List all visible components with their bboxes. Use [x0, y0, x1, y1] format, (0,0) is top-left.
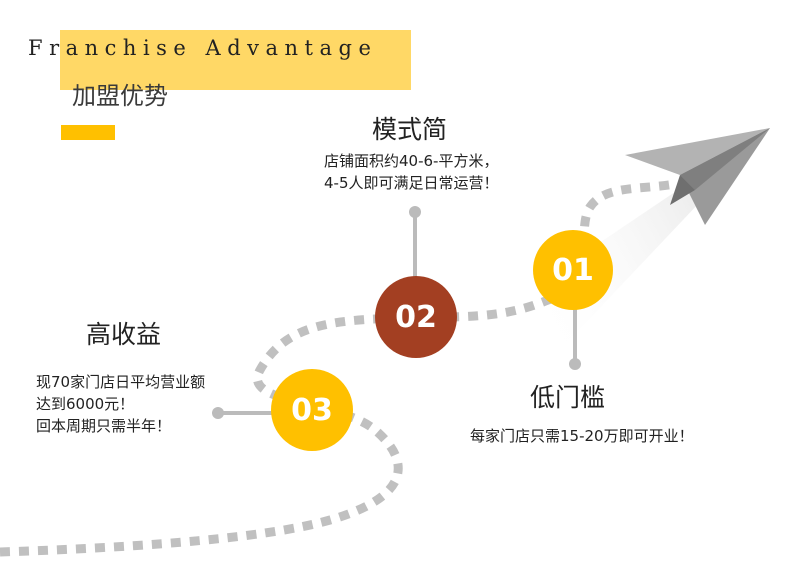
step-03-line-2: 达到6000元！: [36, 395, 135, 413]
title-accent-bar: [61, 125, 115, 140]
step-02-description: 店铺面积约40-6-平方米， 4-5人即可满足日常运营！: [324, 150, 499, 194]
step-03-line-3: 回本周期只需半年！: [36, 417, 172, 435]
connector-02: [409, 206, 421, 284]
step-01-description: 每家门店只需15-20万即可开业！: [470, 425, 694, 447]
title-chinese: 加盟优势: [72, 82, 168, 110]
step-01-number: 01: [552, 252, 594, 288]
connector-03: [212, 407, 272, 419]
dashed-path: [0, 179, 676, 557]
step-02-circle: 02: [375, 276, 457, 358]
step-02-number: 02: [395, 299, 437, 335]
step-03-description: 现70家门店日平均营业额 达到6000元！ 回本周期只需半年！: [36, 371, 205, 437]
step-03-circle: 03: [271, 369, 353, 451]
step-01-circle: 01: [533, 230, 613, 310]
title-english: Franchise Advantage: [28, 36, 378, 60]
paper-plane-icon: [625, 128, 770, 225]
step-02-line-2: 4-5人即可满足日常运营！: [324, 174, 499, 192]
step-01-heading: 低门槛: [530, 383, 606, 412]
title-highlight-box: [60, 30, 411, 90]
connector-01: [569, 300, 581, 370]
step-01-line-1: 每家门店只需15-20万即可开业！: [470, 427, 694, 445]
step-03-heading: 高收益: [86, 320, 162, 349]
step-03-line-1: 现70家门店日平均营业额: [36, 373, 206, 391]
step-02-line-1: 店铺面积约40-6-平方米，: [324, 152, 499, 170]
step-02-heading: 模式简: [372, 115, 448, 144]
step-03-number: 03: [291, 392, 333, 428]
